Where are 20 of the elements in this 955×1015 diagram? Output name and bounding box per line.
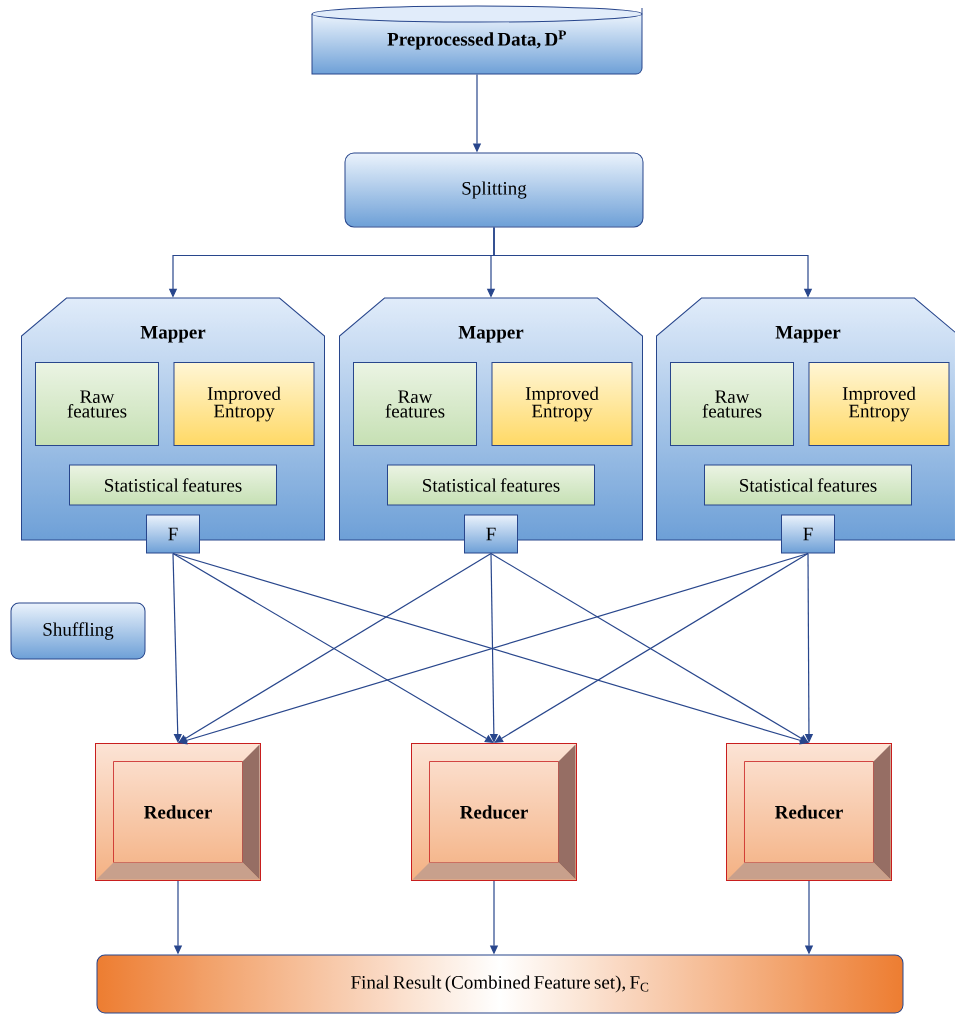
feature-box: Statistical features [387,464,595,506]
feature-box: Improved Entropy [491,362,633,446]
feature-box: Raw features [353,362,477,446]
result-box: Final Result (Combined Feature set), F$_{C}$ [96,954,904,1014]
output-box: F [146,514,200,554]
output-box: F [464,514,518,554]
reducer-box: Reducer [411,743,577,881]
feature-box: Statistical features [69,464,277,506]
reducer-box: Reducer [95,743,261,881]
process-box: Shuffling [10,602,146,660]
feature-box: Improved Entropy [808,362,950,446]
arrow [172,552,182,743]
feature-box: Raw features [35,362,159,446]
reducer-box: Reducer [726,743,892,881]
feature-box: Raw features [670,362,794,446]
output-box: F [781,514,835,554]
feature-box: Statistical features [704,464,912,506]
process-box: Splitting [344,152,644,228]
feature-box: Improved Entropy [173,362,315,446]
database-cylinder: Preprocessed Data, D$^{P}$ [311,5,643,75]
